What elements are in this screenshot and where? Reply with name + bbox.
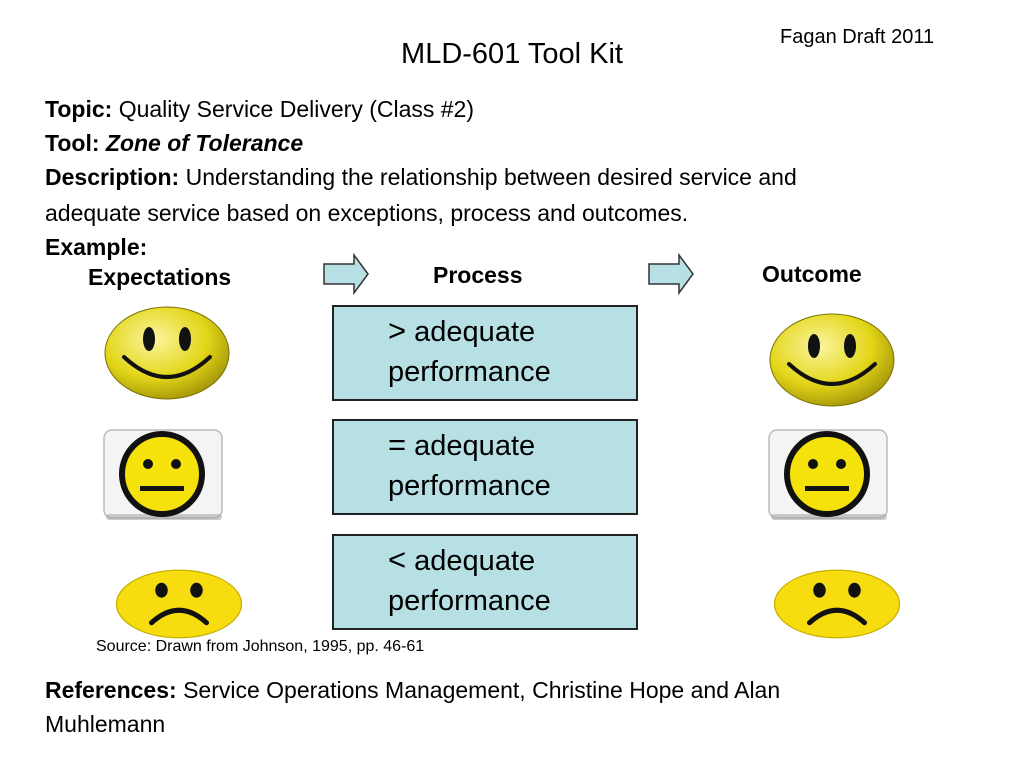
outcome-header: Outcome xyxy=(762,261,862,287)
expectations-header: Expectations xyxy=(88,264,232,290)
process-box-above: > adequate performance xyxy=(332,305,638,401)
process-text: adequate xyxy=(414,430,536,462)
topic-label: Topic: xyxy=(45,96,113,122)
tool-line: Tool: Zone of Tolerance xyxy=(45,126,303,160)
process-text: adequate xyxy=(414,545,536,577)
comparison-symbol: = xyxy=(388,427,407,462)
example-label: Example: xyxy=(45,234,148,260)
references-text-2: Muhlemann xyxy=(45,711,166,737)
right-arrow-icon xyxy=(648,253,694,295)
references: References: Service Operations Managemen… xyxy=(45,673,985,741)
happy-face-icon xyxy=(104,306,230,400)
description-line-2: adequate service based on exceptions, pr… xyxy=(45,200,689,226)
comparison-symbol: > xyxy=(388,313,407,348)
process-box-below: < adequate performance xyxy=(332,534,638,630)
tool-label: Tool: xyxy=(45,130,100,156)
process-text: performance xyxy=(388,356,551,388)
description-label: Description: xyxy=(45,164,180,190)
draft-note: Fagan Draft 2011 xyxy=(780,26,935,48)
references-label: References: xyxy=(45,677,177,703)
neutral-face-icon xyxy=(103,429,223,520)
description-line: Description: Understanding the relations… xyxy=(45,160,797,194)
sad-face-icon xyxy=(773,569,901,639)
references-text: Service Operations Management, Christine… xyxy=(183,677,781,703)
process-text: performance xyxy=(388,470,551,502)
process-header: Process xyxy=(433,262,523,288)
topic-value: Quality Service Delivery (Class #2) xyxy=(118,96,475,122)
right-arrow-icon xyxy=(323,253,369,295)
source-note: Source: Drawn from Johnson, 1995, pp. 46… xyxy=(96,638,425,655)
tool-value: Zone of Tolerance xyxy=(105,130,304,156)
process-text: performance xyxy=(388,585,551,617)
process-box-equal: = adequate performance xyxy=(332,419,638,515)
happy-face-icon xyxy=(769,313,895,407)
process-text: adequate xyxy=(414,316,536,348)
comparison-symbol: < xyxy=(388,542,407,577)
neutral-face-icon xyxy=(768,429,888,520)
topic-line: Topic: Quality Service Delivery (Class #… xyxy=(45,92,474,126)
page-title: MLD-601 Tool Kit xyxy=(401,38,623,70)
description-text: Understanding the relationship between d… xyxy=(185,164,797,190)
sad-face-icon xyxy=(115,569,243,639)
